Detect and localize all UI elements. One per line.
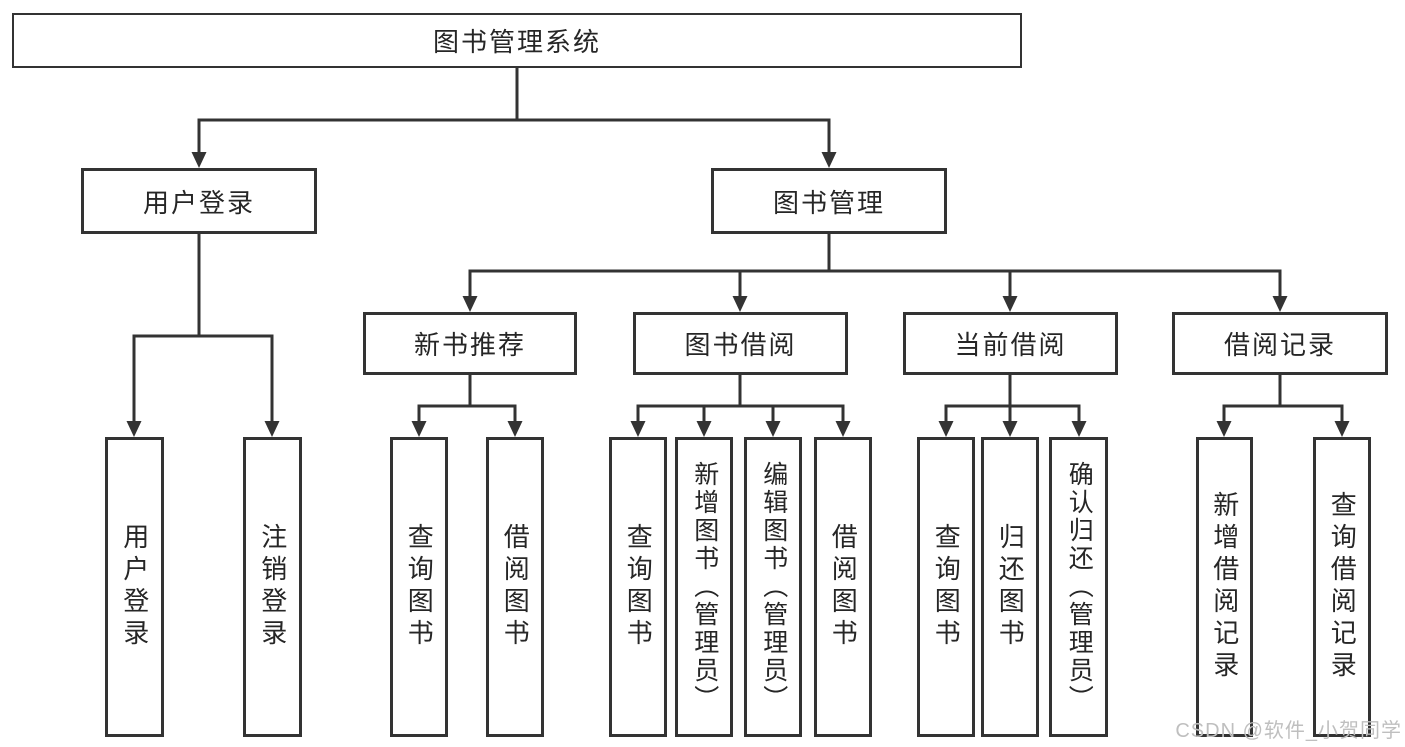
leaf-confirm-return-admin: 确认归还（管理员）: [1049, 437, 1108, 737]
node-new-book-recommend: 新书推荐: [363, 312, 577, 375]
edge-current-to-leaves: [938, 375, 1087, 437]
leaf-logout: 注销登录: [243, 437, 302, 737]
leaf-query-borrow-record: 查询借阅记录: [1313, 437, 1371, 737]
leaf-recommend-query-book: 查询图书: [390, 437, 448, 737]
leaf-logout-label: 注销登录: [257, 523, 288, 651]
leaf-current-query-book: 查询图书: [917, 437, 975, 737]
node-book-management-branch-label: 图书管理: [772, 187, 885, 218]
edge-borrow-to-leaves: [630, 374, 851, 437]
leaf-borrow-book: 借阅图书: [814, 437, 872, 737]
node-book-management-branch: 图书管理: [711, 168, 947, 234]
leaf-return-book-label: 归还图书: [995, 523, 1026, 651]
leaf-edit-book-admin: 编辑图书（管理员）: [744, 437, 802, 737]
leaf-add-borrow-record: 新增借阅记录: [1196, 437, 1253, 737]
leaf-edit-book-admin-label: 编辑图书（管理员）: [759, 461, 788, 713]
edge-root-to-level2: [191, 68, 837, 168]
edge-login-to-leaves: [126, 234, 280, 437]
node-borrow-records: 借阅记录: [1172, 312, 1388, 375]
leaf-user-login: 用户登录: [105, 437, 164, 737]
leaf-recommend-query-book-label: 查询图书: [404, 523, 435, 651]
leaf-user-login-label: 用户登录: [119, 523, 150, 651]
edge-recommend-to-leaves: [411, 375, 523, 437]
leaf-add-borrow-record-label: 新增借阅记录: [1209, 491, 1240, 683]
node-current-borrow-label: 当前借阅: [954, 330, 1067, 360]
node-system-root-label: 图书管理系统: [432, 27, 601, 57]
leaf-confirm-return-admin-label: 确认归还（管理员）: [1065, 461, 1094, 713]
leaf-current-query-book-label: 查询图书: [931, 523, 962, 651]
node-book-borrow-label: 图书借阅: [684, 330, 797, 360]
leaf-add-book-admin: 新增图书（管理员）: [675, 437, 733, 737]
leaf-add-book-admin-label: 新增图书（管理员）: [690, 461, 719, 713]
leaf-recommend-borrow-book-label: 借阅图书: [500, 523, 531, 651]
leaf-recommend-borrow-book: 借阅图书: [486, 437, 544, 737]
csdn-watermark: CSDN @软件_小贺同学: [1175, 720, 1402, 742]
node-borrow-records-label: 借阅记录: [1223, 330, 1336, 360]
node-new-book-recommend-label: 新书推荐: [413, 330, 526, 360]
leaf-borrow-query-book-label: 查询图书: [623, 523, 654, 651]
node-book-borrow: 图书借阅: [633, 312, 848, 375]
node-system-root: 图书管理系统: [12, 13, 1022, 68]
edge-mgmt-to-level3: [462, 234, 1288, 312]
node-current-borrow: 当前借阅: [903, 312, 1118, 375]
edge-records-to-leaves: [1216, 375, 1350, 437]
node-user-login-branch-label: 用户登录: [142, 187, 255, 218]
leaf-borrow-book-label: 借阅图书: [828, 523, 859, 651]
node-user-login-branch: 用户登录: [81, 168, 317, 234]
leaf-return-book: 归还图书: [981, 437, 1039, 737]
leaf-query-borrow-record-label: 查询借阅记录: [1327, 491, 1358, 683]
leaf-borrow-query-book: 查询图书: [609, 437, 667, 737]
